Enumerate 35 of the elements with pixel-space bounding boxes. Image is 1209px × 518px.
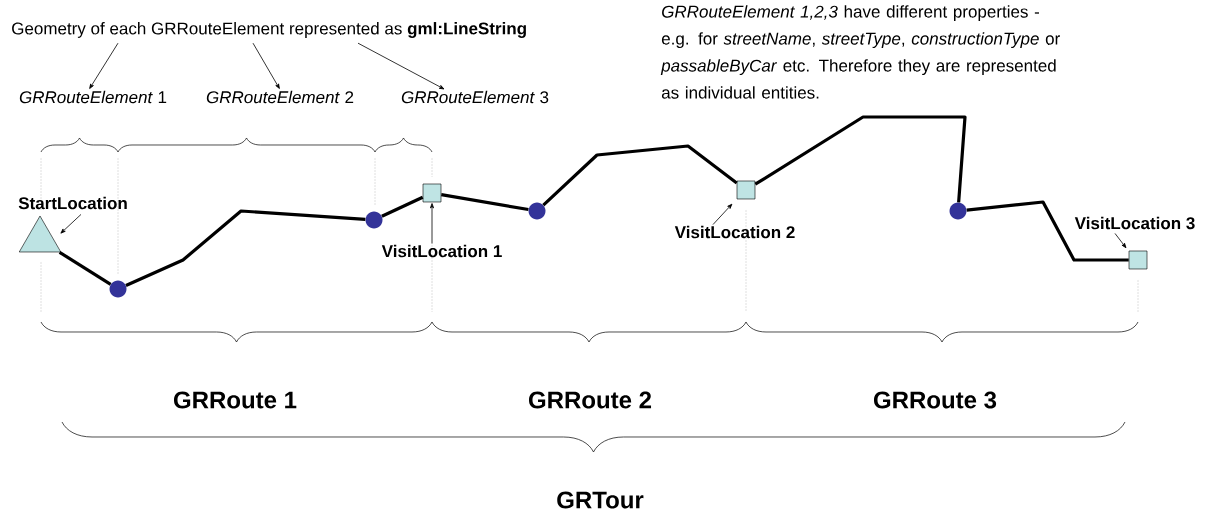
caption-text: GRRouteElement 3 [401, 90, 549, 104]
point-marker [528, 202, 546, 220]
location-label: VisitLocation 1 [381, 244, 502, 258]
route-line [125, 209, 366, 287]
caption-text: GRRouteElement 2 [206, 90, 354, 104]
route-line [754, 115, 967, 203]
point-marker [109, 280, 127, 298]
route-line [58, 250, 112, 286]
tour-label: GRTour [557, 491, 644, 509]
location-label: VisitLocation 3 [1074, 216, 1195, 230]
caption-text: Geometry of each GRRouteElement represented as gml:LineString [12, 22, 526, 38]
note-text: GRRouteElement 1,2,3 have different properties - e.g. for streetName, streetType, constructionType or passableByCar etc. Therefore they are represented as individual entities. [660, 5, 1060, 99]
leader-arrow [712, 203, 733, 225]
leader-arrow [430, 203, 434, 244]
point-marker [365, 211, 383, 229]
leader-arrow [252, 42, 280, 89]
point-marker [949, 202, 967, 220]
route-label: GRRoute 1 [174, 391, 297, 409]
location-label: VisitLocation 2 [674, 225, 795, 239]
route-label: GRRoute 3 [874, 391, 997, 409]
leader-arrow [89, 42, 119, 89]
route-line [542, 144, 738, 207]
leader-arrow [60, 214, 82, 234]
route-line [441, 193, 529, 212]
location-square [422, 183, 442, 203]
triangle-marker [18, 215, 62, 253]
route-label: GRRoute 2 [529, 391, 652, 409]
route-line [966, 200, 1129, 262]
route-line [381, 195, 424, 218]
location-square [1128, 250, 1148, 270]
location-square [736, 180, 756, 200]
leader-arrow [357, 42, 445, 90]
leader-arrow [1114, 233, 1127, 249]
caption-text: GRRouteElement 1 [19, 90, 167, 104]
location-label: StartLocation [18, 196, 127, 210]
